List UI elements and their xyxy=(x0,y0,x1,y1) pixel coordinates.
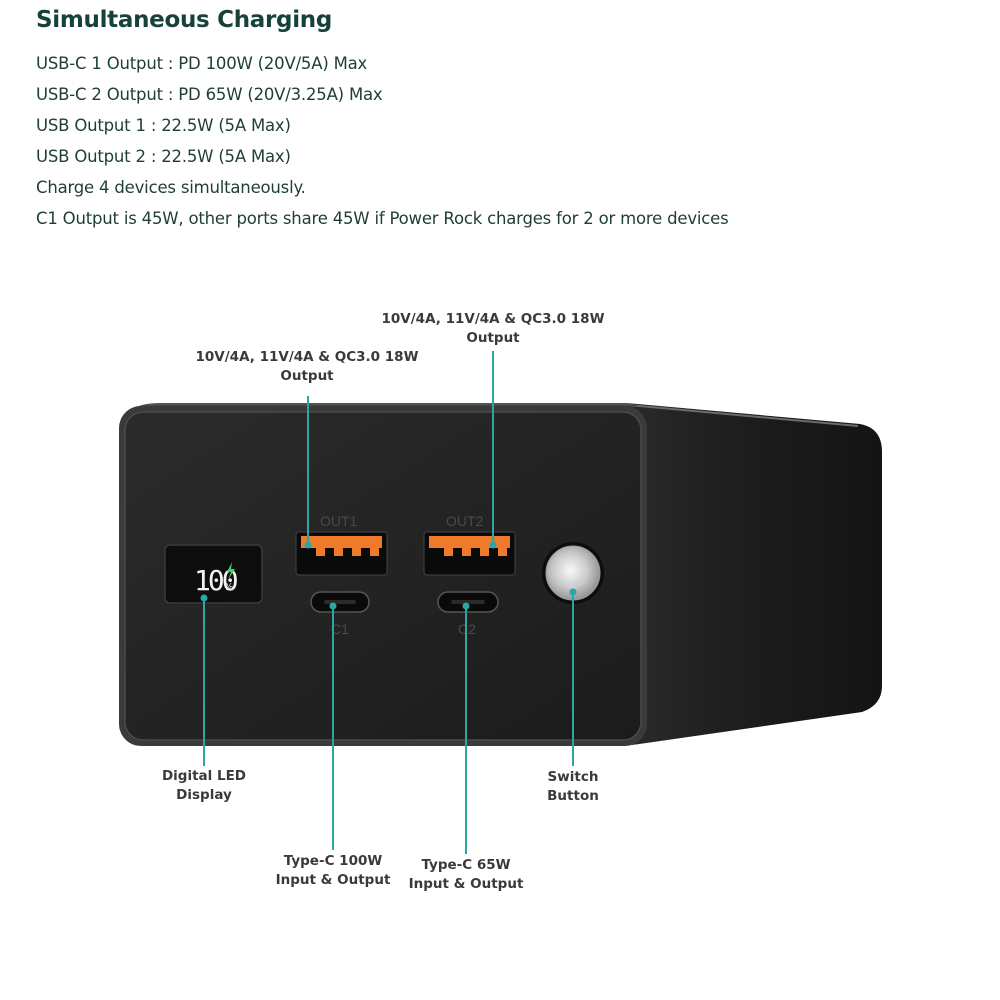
leader-dot-c2 xyxy=(462,602,470,610)
leader-dot-out2 xyxy=(489,541,497,549)
callout-leader-lines xyxy=(200,351,577,854)
spec-usb-c2: USB-C 2 Output : PD 65W (20V/3.25A) Max xyxy=(36,85,383,104)
port-label-out1: OUT1 xyxy=(320,513,358,529)
port-label-out2: OUT2 xyxy=(446,513,484,529)
callout-display: Digital LED Display xyxy=(144,767,264,805)
power-switch-button xyxy=(542,542,604,604)
callout-switch-line2: Button xyxy=(547,788,599,804)
callout-out2: 10V/4A, 11V/4A & QC3.0 18W Output xyxy=(360,310,626,348)
leader-dot-out1 xyxy=(304,541,312,549)
device-side-panel xyxy=(626,403,882,745)
device-front-face xyxy=(119,406,647,746)
callout-display-line1: Digital LED xyxy=(161,768,247,784)
lightning-icon xyxy=(227,562,235,580)
leader-dot-switch xyxy=(569,588,577,596)
port-label-c1: C1 xyxy=(331,621,349,637)
display-unit: % xyxy=(224,582,234,593)
spec-usb-c1: USB-C 1 Output : PD 100W (20V/5A) Max xyxy=(36,54,368,73)
usb-c-port-c1: C1 xyxy=(310,591,370,637)
callout-out1: 10V/4A, 11V/4A & QC3.0 18W Output xyxy=(174,348,440,386)
spec-usb-out1: USB Output 1 : 22.5W (5A Max) xyxy=(36,116,291,135)
page-title: Simultaneous Charging xyxy=(36,7,333,33)
usb-a-port-out1: OUT1 xyxy=(295,513,388,576)
callout-c2-line1: Type-C 65W xyxy=(421,857,511,873)
callout-switch-line1: Switch xyxy=(547,769,599,785)
callout-c2-line2: Input & Output xyxy=(408,876,524,892)
spec-list: USB-C 1 Output : PD 100W (20V/5A) Max US… xyxy=(36,48,729,234)
leader-dot-display xyxy=(200,594,208,602)
spec-sharing-note: C1 Output is 45W, other ports share 45W … xyxy=(36,209,729,228)
callout-c2: Type-C 65W Input & Output xyxy=(396,856,536,894)
callout-out1-line1: 10V/4A, 11V/4A & QC3.0 18W xyxy=(195,349,419,365)
callout-display-line2: Display xyxy=(176,787,232,803)
callout-c1-line1: Type-C 100W xyxy=(283,853,383,869)
callout-c1: Type-C 100W Input & Output xyxy=(263,852,403,890)
callout-switch: Switch Button xyxy=(523,768,623,806)
spec-usb-out2: USB Output 2 : 22.5W (5A Max) xyxy=(36,147,291,166)
callout-out1-line2: Output xyxy=(280,368,334,384)
spec-simultaneous: Charge 4 devices simultaneously. xyxy=(36,178,306,197)
port-label-c2: C2 xyxy=(458,621,476,637)
usb-c-port-c2: C2 xyxy=(437,591,499,637)
callout-c1-line2: Input & Output xyxy=(275,872,391,888)
callout-out2-line2: Output xyxy=(466,330,520,346)
callout-out2-line1: 10V/4A, 11V/4A & QC3.0 18W xyxy=(381,311,605,327)
digital-led-display: 100 % xyxy=(164,544,263,604)
leader-dot-c1 xyxy=(329,602,337,610)
